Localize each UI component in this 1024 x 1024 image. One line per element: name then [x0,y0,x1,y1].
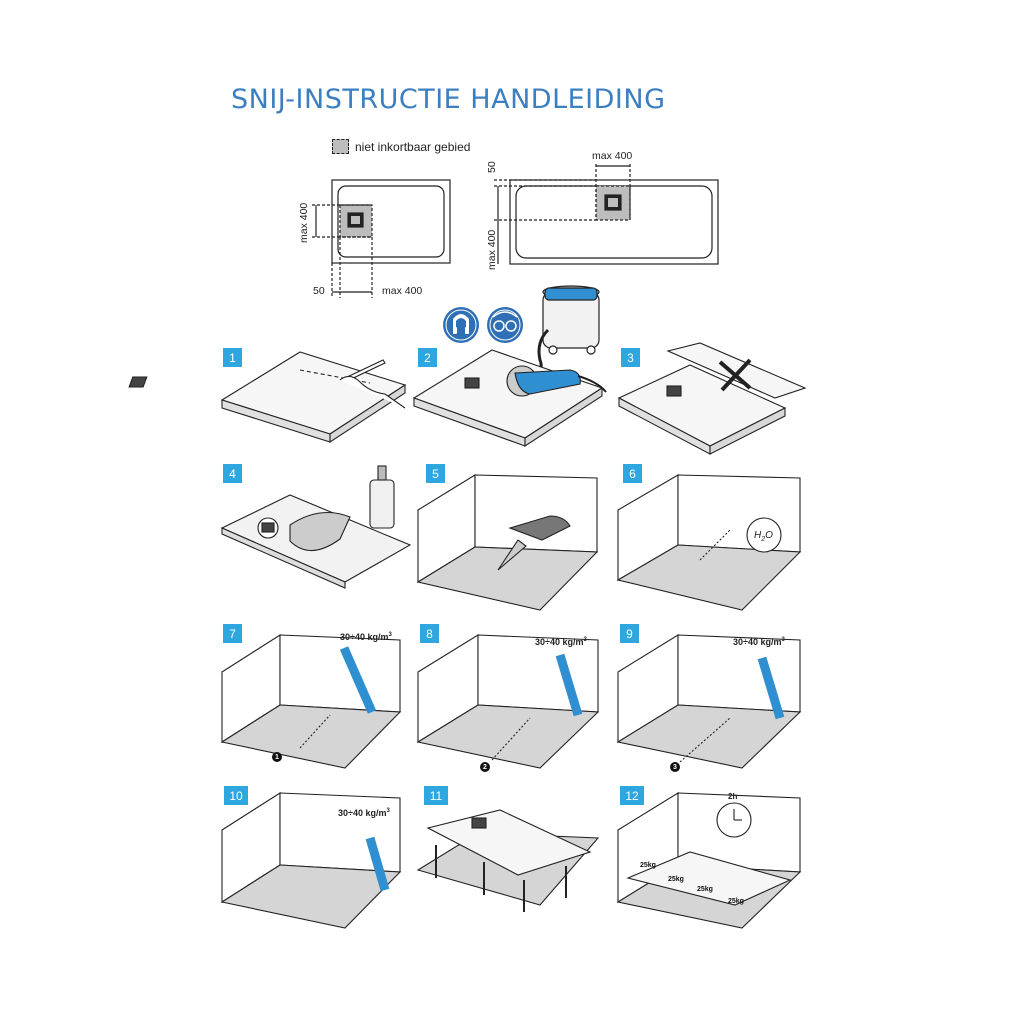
dim-right-top-max: max 400 [592,150,633,162]
density-label-step-9: 30÷40 kg/m3 [733,637,785,647]
dim-left-bottom-max: max 400 [382,285,423,297]
clock-label: 2h [728,792,738,801]
step-12-illustration [616,792,802,929]
dim-right-vertical-small: 50 [486,161,498,173]
step-2-illustration [412,349,607,448]
legend: niet inkortbaar gebied [332,139,470,154]
step-number-4: 4 [223,464,242,483]
step-number-9: 9 [620,624,639,643]
weight-label-1: 25kg [640,862,656,869]
density-label-step-8: 30÷40 kg/m3 [535,637,587,647]
density-label-step-7: 30÷40 kg/m3 [340,632,392,642]
step-number-5: 5 [426,464,445,483]
bead-number-2: 2 [480,762,490,772]
step-4-illustration [220,465,412,589]
bead-number-1: 1 [272,752,282,762]
ear-protection-icon [443,307,479,343]
left-tray-diagram [312,179,451,298]
step-number-3: 3 [621,348,640,367]
dim-right-vertical-max: max 400 [486,229,498,270]
step-number-6: 6 [623,464,642,483]
step-7-illustration [220,633,402,769]
step-3-illustration [617,342,807,455]
step-number-11: 11 [424,786,448,805]
step-number-1: 1 [223,348,242,367]
bead-number-3: 3 [670,762,680,772]
eye-protection-icon [487,307,523,343]
right-tray-diagram [494,164,719,265]
step-11-illustration [416,809,600,912]
dim-left-vertical: max 400 [298,202,310,243]
step-8-illustration [416,634,600,769]
step-9-illustration [616,634,802,769]
step-number-2: 2 [418,348,437,367]
step-10-illustration [220,791,402,929]
weight-label-4: 25kg [728,898,744,905]
step-1-illustration [128,351,407,444]
weight-label-3: 25kg [697,886,713,893]
density-label-step-10: 30÷40 kg/m3 [338,808,390,818]
vacuum-cleaner-icon [533,285,600,376]
page-title: SNIJ-INSTRUCTIE HANDLEIDING [231,84,666,115]
water-label: H2O [754,530,773,543]
legend-swatch [332,139,349,154]
dim-left-bottom-small: 50 [313,285,325,297]
step-number-7: 7 [223,624,242,643]
step-5-illustration [416,474,599,611]
step-number-12: 12 [620,786,644,805]
step-6-illustration [616,474,802,611]
legend-label: niet inkortbaar gebied [355,139,471,154]
step-number-8: 8 [420,624,439,643]
step-number-10: 10 [224,786,248,805]
weight-label-2: 25kg [668,876,684,883]
